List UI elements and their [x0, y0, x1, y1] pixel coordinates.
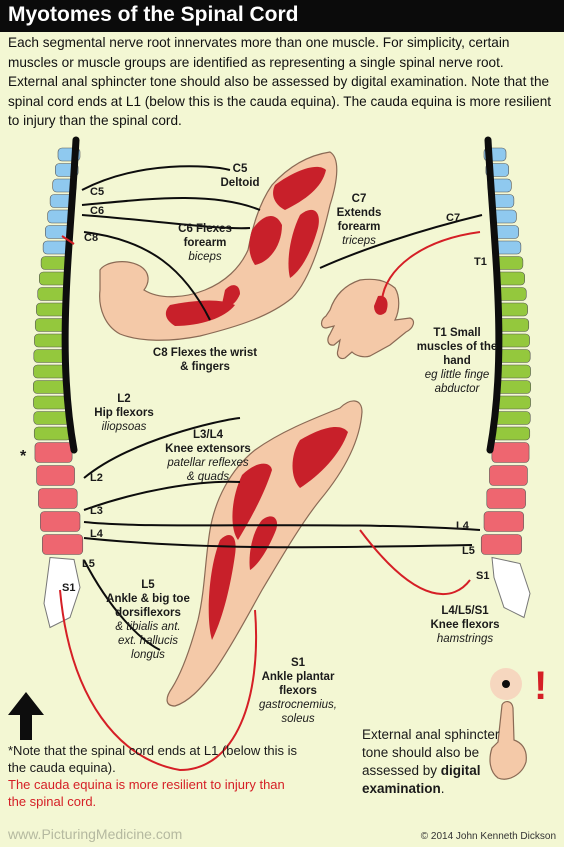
note-cauda-equina: *Note that the spinal cord ends at L1 (b… [8, 742, 298, 810]
vertebra [497, 333, 530, 348]
arm-illustration [99, 151, 338, 341]
vertebra [497, 349, 531, 363]
note-line-1: *Note that the spinal cord ends at L1 (b… [8, 743, 298, 775]
vertebra [497, 364, 531, 379]
right-spine [480, 136, 531, 619]
anal-sphincter-icon [489, 668, 527, 780]
hand-illustration [320, 278, 415, 360]
asterisk-marker: * [20, 448, 27, 465]
vertebra [33, 380, 68, 394]
spinal-cord [484, 136, 503, 454]
vertebra [33, 411, 70, 425]
vertebra [489, 465, 528, 486]
segment-label-l4-left: L4 [90, 528, 103, 540]
note-line-2: The cauda equina is more resilient to in… [8, 777, 285, 809]
vertebra [480, 534, 522, 555]
vertebra [496, 287, 527, 301]
segment-label-l2-left: L2 [90, 472, 103, 484]
segment-label-s1-right: S1 [476, 570, 490, 582]
vertebra [497, 302, 528, 317]
vertebra [36, 465, 75, 486]
segment-label-t1-right: T1 [474, 256, 487, 268]
page-title: Myotomes of the Spinal Cord [8, 3, 299, 26]
label-c8: C8 Flexes the wrist & fingers [152, 347, 258, 373]
external-sphincter-note: External anal sphincter tone should also… [362, 727, 500, 796]
vertebra [33, 426, 71, 441]
leg-illustration [166, 400, 363, 707]
vertebra [34, 318, 67, 332]
website-credit[interactable]: www.PicturingMedicine.com [8, 826, 183, 842]
vertebra [486, 488, 526, 509]
vertebra [33, 395, 69, 410]
vertebra [496, 380, 531, 394]
vertebra [42, 534, 84, 555]
segment-label-c8-left: C8 [84, 232, 99, 244]
segment-label-c7-right: C7 [446, 212, 461, 224]
segment-label-s1-left: S1 [62, 582, 76, 594]
vertebra [494, 411, 531, 425]
vertebra [38, 488, 78, 509]
segment-label-c5-left: C5 [90, 186, 105, 198]
segment-label-l4-right: L4 [456, 520, 469, 532]
segment-label-l5-left: L5 [82, 558, 95, 570]
up-arrow-icon [8, 692, 44, 740]
vertebra [483, 511, 524, 532]
nerve-lines [81, 165, 483, 651]
vertebra [495, 395, 531, 410]
title-bar [0, 0, 564, 32]
vertebra [34, 442, 73, 463]
vertebra [40, 511, 81, 532]
exclamation-mark: ! [534, 664, 548, 708]
vertebra [37, 287, 68, 301]
vertebra [33, 349, 67, 363]
nerve-lines-red [59, 231, 481, 772]
spinal-cord [61, 136, 80, 454]
sacrum [43, 556, 81, 629]
vertebra [36, 302, 67, 317]
segment-label-l5-right: L5 [462, 545, 475, 557]
vertebra [34, 333, 67, 348]
vertebra [497, 318, 530, 332]
vertebra [493, 426, 531, 441]
vertebra [33, 364, 67, 379]
segment-label-l3-left: L3 [90, 505, 103, 517]
left-spine [33, 136, 84, 629]
vertebra [491, 442, 530, 463]
segment-label-c6-left: C6 [90, 205, 105, 217]
copyright-notice: © 2014 John Kenneth Dickson [420, 831, 556, 842]
sacrum [491, 556, 531, 619]
intro-paragraph: Each segmental nerve root innervates mor… [8, 35, 552, 128]
